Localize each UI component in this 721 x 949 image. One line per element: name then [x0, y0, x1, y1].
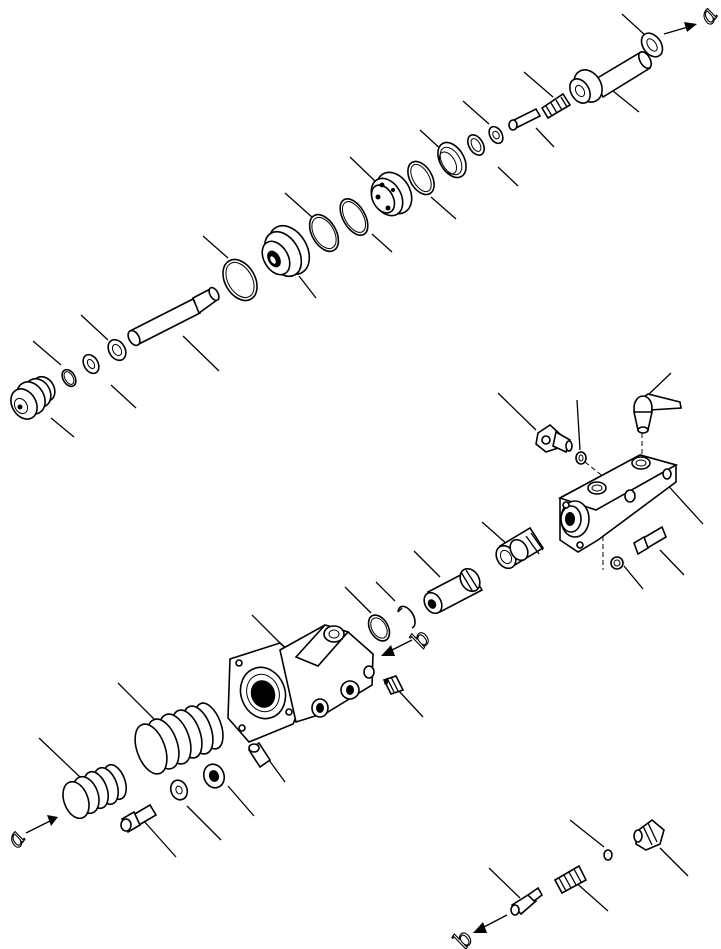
marker-a-bottom: a [0, 825, 31, 853]
nut-left [107, 338, 127, 362]
nut-mid [202, 763, 226, 789]
spool-spring [495, 526, 545, 570]
piston-shaft [569, 50, 653, 104]
cup-seal [437, 141, 467, 179]
washer-right-2 [610, 556, 624, 570]
outer-spring [134, 702, 224, 775]
flat-washer [169, 779, 189, 801]
valve-spool [423, 567, 484, 615]
marker-b-bottom: b [447, 925, 479, 949]
lever-fitting [633, 393, 682, 434]
sleeve [261, 224, 311, 278]
bolt-lower [120, 803, 158, 834]
main-housing [227, 624, 375, 743]
bleed-fitting [535, 423, 573, 454]
snap-ring-b [397, 605, 416, 629]
flow-arrow-b-mid [381, 639, 413, 656]
poppet [510, 886, 544, 916]
leader-lines-right [38, 372, 704, 858]
washer-right [575, 451, 587, 465]
valve-block [557, 454, 679, 553]
boot-bellows [10, 375, 56, 420]
seal-ring-top [640, 32, 664, 58]
pin [508, 107, 542, 131]
valve-piston [370, 171, 413, 217]
small-spring [540, 92, 572, 120]
dashed-guide-2 [584, 461, 606, 479]
ring-a [467, 134, 485, 156]
washer-left [82, 353, 100, 375]
inner-spring [62, 763, 128, 820]
leader-lines-upper [32, 13, 647, 438]
leader-lines-bottom [488, 819, 689, 912]
large-o-ring [222, 258, 258, 302]
flow-arrow-b-bottom [473, 914, 508, 933]
plug-fitting [633, 818, 665, 851]
spring-lower [553, 864, 588, 895]
push-rod [127, 286, 220, 347]
flow-arrow-a-top [663, 22, 697, 35]
o-ring-d [367, 614, 391, 642]
o-ring-b [339, 198, 369, 236]
dowel [247, 741, 272, 769]
bolt-right [633, 525, 667, 556]
o-ring-a [407, 160, 435, 196]
snap-ring-left [61, 368, 77, 388]
o-ring-c [308, 213, 340, 253]
small-spring-mid [382, 675, 405, 695]
small-o-ring [603, 849, 613, 861]
washer-upper [488, 125, 504, 145]
flow-arrow-a-bottom [25, 815, 58, 834]
marker-a-top: a [692, 2, 721, 30]
marker-b-mid: b [405, 625, 437, 654]
